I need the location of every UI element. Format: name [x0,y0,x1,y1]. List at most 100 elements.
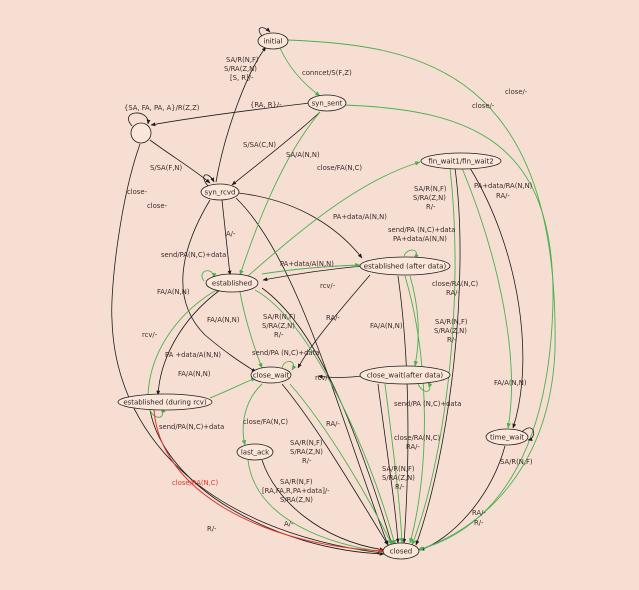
edge-label: S/RA(Z,N) [224,65,257,73]
edge-label: PA+data/A(N,N) [280,260,334,268]
state-fin-wait-label: fin_wait1/fin_wait2 [428,158,493,166]
edge-label: FA/A(N,N) [157,288,190,296]
edge-label: send/PA(N,C)+data [161,251,226,259]
green-edges [147,39,556,554]
edge-label: R/- [447,336,457,344]
edge-edr-to-closewait [209,377,257,399]
edge-label: RA/- [326,314,340,322]
edge-label: PA+data/RA(N,N) [474,182,533,190]
edge-cwad-selfloop [417,381,433,392]
edge-label: close/RA(N,C) [432,280,479,288]
edge-ead-to-closed [397,275,409,544]
edge-label: close- [147,202,168,210]
edge-edr-to-closed-red [153,409,385,554]
edge-label: send/PA (N,C)+data [394,400,461,408]
edge-label: S/RA(Z,N) [382,474,415,482]
edge-loopnode-to-closed [111,143,383,555]
state-established-after-data-label: established (after data) [364,263,447,271]
edge-label: SA/R(N,F) [263,313,296,321]
edge-label: SA/R(N,F) [414,185,447,193]
edge-label: SA/R(N,F) [382,465,415,473]
edge-label: close/RA(N,C) [394,434,441,442]
edge-synrcvd-to-initial [215,46,267,183]
edge-label: close/- [472,102,495,110]
edge-lastack-to-closed [247,459,385,554]
edge-ead-to-closewait [297,274,371,369]
state-close-wait[interactable]: close_wait [250,366,292,384]
edge-synrcvd-to-closed [235,197,389,546]
edge-ead-selfloop [403,249,419,259]
state-fin-wait[interactable]: fin_wait1/fin_wait2 [420,152,502,170]
state-close-wait-after-data[interactable]: close_wait(after data) [359,365,451,385]
edge-cwad-to-closed [377,383,400,544]
edge-label: FA/A(N,N) [370,322,403,330]
edge-label: {SA, FA, PA, A}/R(Z,Z) [124,104,200,112]
edge-label: rcv/- [315,374,331,382]
edge-synrcvd-to-closewait [182,199,257,373]
state-established-during-rcv[interactable]: established (during rcv) [117,393,213,411]
state-close-wait-label: close_wait [253,372,289,380]
state-established-during-rcv-label: established (during rcv) [123,399,207,407]
edge-label: S/RA(Z,N) [262,322,295,330]
edge-labels: SA/R(N,F) S/RA(Z,N) [S, R]/- conncet/S(F… [124,56,533,533]
edge-established-to-finwait [247,161,421,277]
state-closed-label: closed [390,548,412,556]
edge-established-selfloop [201,270,217,282]
edge-initial-loop [258,27,271,37]
edge-label: A/- [284,520,294,528]
edge-label: send/PA (N,C)+data [252,349,319,357]
edge-cwad-to-closed [384,383,404,544]
edge-label: conncet/S(F,Z) [302,69,352,77]
edge-loopnode-to-synrcvd [149,139,211,184]
state-time-wait[interactable]: time_wait [485,428,529,446]
edge-label: PA+data/A(N,N) [393,235,447,243]
edge-label: RA/- [472,509,486,517]
state-loop-node[interactable] [130,122,152,144]
edge-synrcvd-to-established [221,199,232,276]
state-closed[interactable]: closed [382,542,420,560]
edge-lastack-to-closed [261,459,385,552]
edge-label: R/- [207,525,217,533]
edge-label: close/RA(N,C) [172,479,219,487]
state-syn-sent[interactable]: syn_sent [307,94,347,112]
edge-synrcvd-to-est-after-data [237,192,363,259]
state-syn-sent-label: syn_sent [312,100,343,108]
edge-label: send/PA(N,C)+data [159,423,224,431]
edge-label: PA+data/A(N,N) [333,213,387,221]
state-last-ack[interactable]: last_ack [236,443,274,461]
state-initial[interactable]: initial [257,32,289,50]
edge-initial-to-synsent [279,47,321,97]
edge-established-to-closewait [239,291,263,369]
edge-label: FA/A(N,N) [207,316,240,324]
edge-label: R/- [395,483,405,491]
state-last-ack-label: last_ack [241,449,270,457]
edge-established-to-ead [261,263,361,275]
edge-label: close/FA(N,C) [317,164,362,172]
state-close-wait-after-data-label: close_wait(after data) [367,372,444,380]
edge-label: R/- [426,203,436,211]
edge-label: SA/R(N,F) [500,458,533,466]
state-syn-rcvd[interactable]: syn_rcvd [200,183,240,201]
edge-label: close/FA(N,C) [243,418,288,426]
edge-label: FA/A(N,N) [178,370,211,378]
state-established-after-data[interactable]: established (after data) [359,256,451,276]
edge-finwait-to-timewait [469,167,524,429]
edge-established-to-edr [156,289,221,396]
edge-label: PA +data/A(N,N) [165,351,221,359]
edge-label: S/RA(Z,N) [280,496,313,504]
edge-established-to-closed [254,289,396,546]
edge-label: S/RA(Z,N) [290,448,323,456]
edge-label: rcv/- [320,282,336,290]
edge-closewait-to-lastack [241,383,263,446]
edge-finwait-to-timewait [461,167,512,429]
edge-label: RA/- [446,289,460,297]
edge-label: S/SA(F,N) [150,164,183,172]
edge-closewait-selfloop [281,361,297,371]
edge-label: close/- [505,88,528,96]
state-time-wait-label: time_wait [490,434,524,442]
edge-initial-to-closed [287,39,556,551]
edge-edr-selfloop [149,407,166,418]
state-established[interactable]: established [205,273,259,293]
edge-label: [RA,FA,R,PA+data]/- [262,487,330,495]
edge-synsent-to-synrcvd [231,111,321,186]
